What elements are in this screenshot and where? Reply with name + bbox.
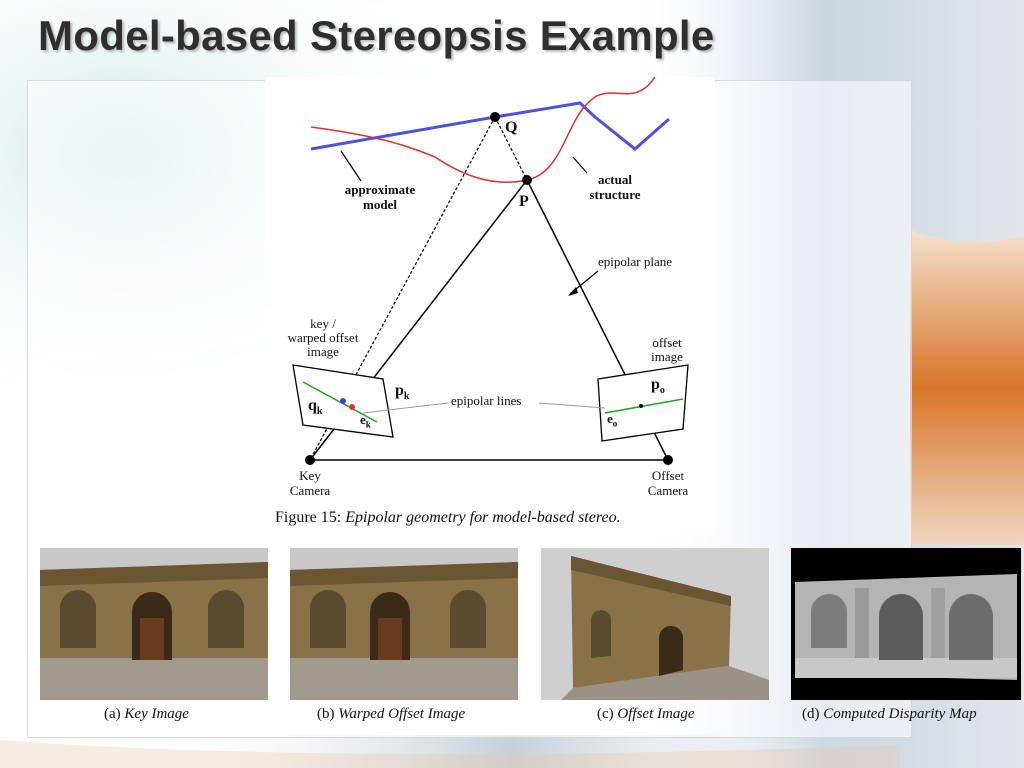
label-e-o: eo bbox=[607, 411, 617, 429]
offset-camera-dot bbox=[663, 455, 673, 465]
label-offset-image: offset image bbox=[637, 336, 697, 364]
label-q-k-base: q bbox=[308, 397, 317, 414]
epipolar-lines-pointer-right bbox=[538, 402, 606, 409]
label-e-k-sub: k bbox=[365, 419, 371, 430]
label-approximate-model: approximate model bbox=[335, 182, 425, 212]
photo-caption-d-prefix: (d) bbox=[802, 706, 824, 722]
e-k-point bbox=[349, 404, 355, 410]
key-image-photo bbox=[40, 548, 268, 700]
label-p: P bbox=[519, 193, 529, 210]
warped-offset-image-photo bbox=[290, 548, 518, 700]
label-p-k: pk bbox=[395, 382, 409, 402]
figure-caption-text: Epipolar geometry for model-based stereo… bbox=[345, 509, 621, 526]
label-e-o-sub: o bbox=[612, 418, 618, 429]
label-e-k: ek bbox=[360, 412, 371, 430]
label-approximate-model-line2: model bbox=[363, 197, 397, 212]
label-key-image-line2: warped offset bbox=[287, 330, 359, 345]
photo-caption-d-label: Computed Disparity Map bbox=[823, 706, 977, 722]
photo-caption-a-prefix: (a) bbox=[104, 706, 125, 722]
label-q: Q bbox=[505, 119, 518, 136]
q-k-point bbox=[340, 398, 346, 404]
epipolar-geometry-figure: Q P approximate model actual structure e… bbox=[265, 77, 715, 534]
actual-structure-curve bbox=[310, 77, 656, 183]
label-actual-structure-line1: actual bbox=[598, 172, 632, 187]
label-key-camera-line2: Camera bbox=[289, 483, 331, 498]
label-offset-image-line2: image bbox=[651, 349, 683, 364]
offset-image-plane bbox=[597, 364, 689, 442]
key-camera-dot bbox=[305, 455, 315, 465]
point-q-dot bbox=[490, 112, 500, 122]
label-offset-camera: Offset Camera bbox=[633, 468, 703, 498]
model-pointer bbox=[340, 150, 362, 182]
photo-caption-b-prefix: (b) bbox=[317, 706, 339, 722]
figure-caption: Figure 15: Epipolar geometry for model-b… bbox=[275, 509, 621, 527]
photo-caption-b: (b) Warped Offset Image bbox=[317, 706, 465, 723]
approximate-model-line bbox=[310, 101, 670, 151]
computed-disparity-map-photo bbox=[791, 548, 1021, 700]
photo-caption-c-label: Offset Image bbox=[617, 706, 695, 722]
label-p-o-base: p bbox=[651, 376, 660, 393]
photo-caption-a: (a) Key Image bbox=[104, 706, 189, 723]
label-p-o-sub: o bbox=[659, 385, 665, 397]
key-epipolar-line bbox=[302, 381, 378, 423]
label-e-o-base: e bbox=[607, 411, 613, 426]
label-key-image-line1: key / bbox=[310, 316, 336, 331]
label-offset-camera-line1: Offset bbox=[651, 468, 685, 483]
photo-caption-c-prefix: (c) bbox=[597, 706, 618, 722]
label-p-k-sub: k bbox=[403, 391, 410, 403]
structure-pointer bbox=[572, 156, 588, 174]
ray-q-offset bbox=[494, 116, 528, 181]
label-key-camera: Key Camera bbox=[275, 468, 345, 498]
label-actual-structure: actual structure bbox=[575, 172, 655, 202]
label-p-o: po bbox=[651, 376, 665, 396]
label-actual-structure-line2: structure bbox=[589, 187, 641, 202]
label-epipolar-lines: epipolar lines bbox=[451, 393, 522, 408]
label-key-camera-line1: Key bbox=[299, 468, 321, 483]
label-key-image: key / warped offset image bbox=[273, 317, 373, 359]
label-epipolar-plane: epipolar plane bbox=[598, 254, 672, 269]
offset-image-photo bbox=[541, 548, 769, 700]
label-p-k-base: p bbox=[395, 382, 404, 399]
arrowhead bbox=[568, 287, 578, 296]
label-q-k: qk bbox=[308, 397, 322, 417]
p-o-point bbox=[639, 404, 643, 408]
photo-caption-d: (d) Computed Disparity Map bbox=[802, 706, 977, 723]
label-q-k-sub: k bbox=[316, 406, 323, 418]
point-p-dot bbox=[522, 175, 532, 185]
label-offset-image-line1: offset bbox=[652, 335, 682, 350]
slide-title: Model-based Stereopsis Example bbox=[38, 12, 715, 59]
label-e-k-base: e bbox=[360, 412, 366, 427]
label-offset-camera-line2: Camera bbox=[647, 483, 689, 498]
figure-caption-prefix: Figure 15: bbox=[275, 509, 346, 526]
photo-caption-c: (c) Offset Image bbox=[597, 706, 694, 723]
photo-caption-a-label: Key Image bbox=[124, 706, 189, 722]
label-key-image-line3: image bbox=[307, 344, 339, 359]
epipolar-lines-pointer-left bbox=[362, 402, 449, 414]
photo-caption-b-label: Warped Offset Image bbox=[338, 706, 466, 722]
offset-epipolar-line bbox=[604, 398, 684, 414]
label-approximate-model-line1: approximate bbox=[344, 182, 416, 197]
epipolar-diagram bbox=[292, 77, 689, 465]
